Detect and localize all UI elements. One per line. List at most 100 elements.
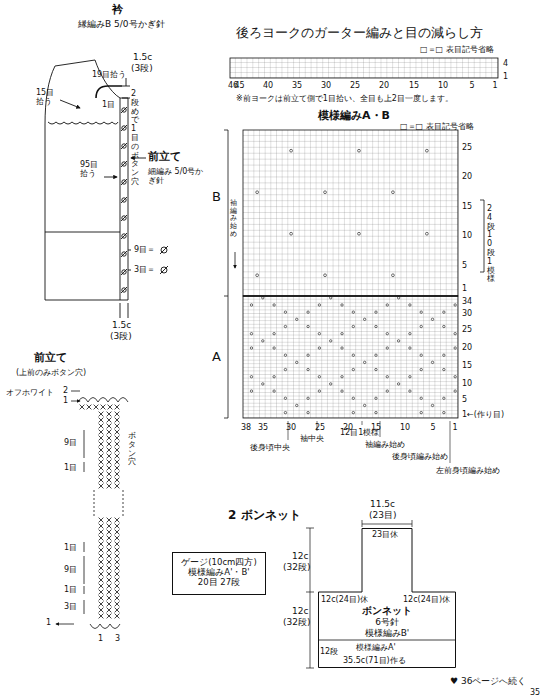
pattern-chart: [250, 304, 252, 306]
pattern-chart: [397, 340, 399, 342]
garment-drawing: [121, 233, 127, 239]
annotation-label: 1目: [64, 463, 77, 472]
crochet-chart: [99, 466, 104, 471]
pattern-chart: [420, 354, 422, 356]
pattern-chart: [375, 411, 377, 413]
crochet-chart: [115, 584, 120, 589]
garment-drawing: [121, 107, 127, 293]
annotation-label: 15: [462, 361, 472, 370]
crochet-chart: [115, 602, 120, 607]
yoke-chart: [230, 58, 498, 78]
annotation-label: 後ろヨークのガーター編みと目の減らし方: [236, 26, 483, 41]
bonnet-dimensions: [362, 520, 412, 527]
crochet-chart: [80, 405, 85, 410]
annotation-label: 30: [286, 423, 296, 432]
pattern-chart: [341, 347, 343, 349]
crochet-chart: [115, 578, 120, 583]
annotation-label: (32段): [283, 617, 310, 627]
pattern-chart: [273, 332, 275, 334]
annotation-label: 1: [98, 634, 103, 643]
annotation-label: 25: [350, 81, 360, 90]
pattern-chart: [352, 325, 354, 327]
pattern-chart: [250, 347, 252, 349]
pattern-chart: [409, 332, 411, 334]
annotation-label: (上前のみボタン穴): [16, 368, 86, 377]
crochet-chart: [115, 614, 120, 619]
crochet-chart: [99, 608, 104, 613]
node-text: 模様編みA'・B': [179, 567, 259, 577]
annotation-label: 35: [258, 423, 268, 432]
crochet-chart: [107, 436, 112, 441]
annotation-label: オフホワイト: [6, 388, 54, 397]
garment-drawing: [128, 250, 131, 270]
annotation-label: 11.5c: [370, 499, 395, 509]
annotation-label: 95目拾う: [80, 160, 102, 178]
bonnet-outline: [319, 529, 456, 668]
pattern-chart: [243, 295, 458, 297]
annotation-label: 12c: [292, 551, 308, 561]
annotation-label: 10: [400, 423, 410, 432]
crochet-chart: [99, 602, 104, 607]
pattern-chart: [386, 390, 388, 392]
pattern-chart: [409, 376, 411, 378]
annotation-label: 3目: [64, 602, 77, 611]
pattern-chart: [392, 191, 395, 194]
annotation-label: 2: [63, 386, 68, 395]
crochet-chart: [99, 418, 104, 423]
crochet-chart: [107, 472, 112, 477]
pattern-chart: [318, 332, 320, 334]
crochet-chart: [115, 454, 120, 459]
annotation-label: A: [212, 350, 221, 365]
garment-drawing: [45, 60, 168, 318]
pattern-chart: [386, 376, 388, 378]
pattern-chart: [284, 368, 286, 370]
annotation-label: 細編み 5/0号かぎ針: [148, 167, 210, 185]
crochet-chart: [115, 442, 120, 447]
crochet-chart: [107, 584, 112, 589]
annotation-label: B: [212, 190, 221, 205]
crochet-chart: [84, 430, 85, 614]
crochet-chart: [99, 524, 104, 529]
pattern-chart: [250, 149, 456, 414]
annotation-label: 1目: [102, 100, 115, 109]
crochet-chart: [99, 436, 104, 441]
crochet-chart: [87, 405, 92, 410]
pattern-chart: [425, 232, 428, 235]
annotation-label: 5: [430, 423, 435, 432]
pattern-chart: [284, 411, 286, 413]
garment-drawing: [122, 144, 126, 148]
crochet-chart: [115, 566, 120, 571]
garment-drawing: [120, 98, 128, 300]
section-heading: 模様編みA・B: [318, 110, 390, 123]
annotation-label: 45: [234, 81, 244, 90]
annotation-label: 1.5c: [133, 52, 152, 62]
crochet-chart: [107, 596, 112, 601]
pattern-chart: [284, 397, 286, 399]
bonnet-outline: [318, 528, 456, 668]
pattern-chart: [454, 376, 456, 378]
bonnet-text: ボンネット6号針模様編みB': [318, 605, 456, 639]
crochet-chart: [107, 460, 112, 465]
crochet-chart: [90, 624, 120, 629]
annotation-label: 24段10段1模様: [487, 205, 495, 284]
annotation-label: 20: [462, 172, 472, 181]
annotation-label: 後身頃中央: [250, 443, 290, 452]
annotation-label: 5: [462, 395, 467, 404]
annotation-label: (32段): [283, 562, 310, 572]
pattern-chart: [352, 368, 354, 370]
pattern-chart: [250, 376, 252, 378]
crochet-chart: [115, 448, 120, 453]
pattern-chart: [375, 354, 377, 356]
crochet-chart: [99, 530, 104, 535]
annotation-label: 1: [503, 72, 508, 81]
pattern-chart: [224, 130, 228, 418]
pattern-chart: [296, 361, 298, 363]
crochet-chart: [99, 472, 104, 477]
crochet-chart: [115, 554, 120, 559]
section-heading: 前立て: [148, 151, 181, 164]
annotation-label: ボタン穴: [128, 432, 136, 467]
pattern-chart: [420, 368, 422, 370]
crochet-chart: [107, 578, 112, 583]
pattern-chart: [375, 311, 377, 313]
